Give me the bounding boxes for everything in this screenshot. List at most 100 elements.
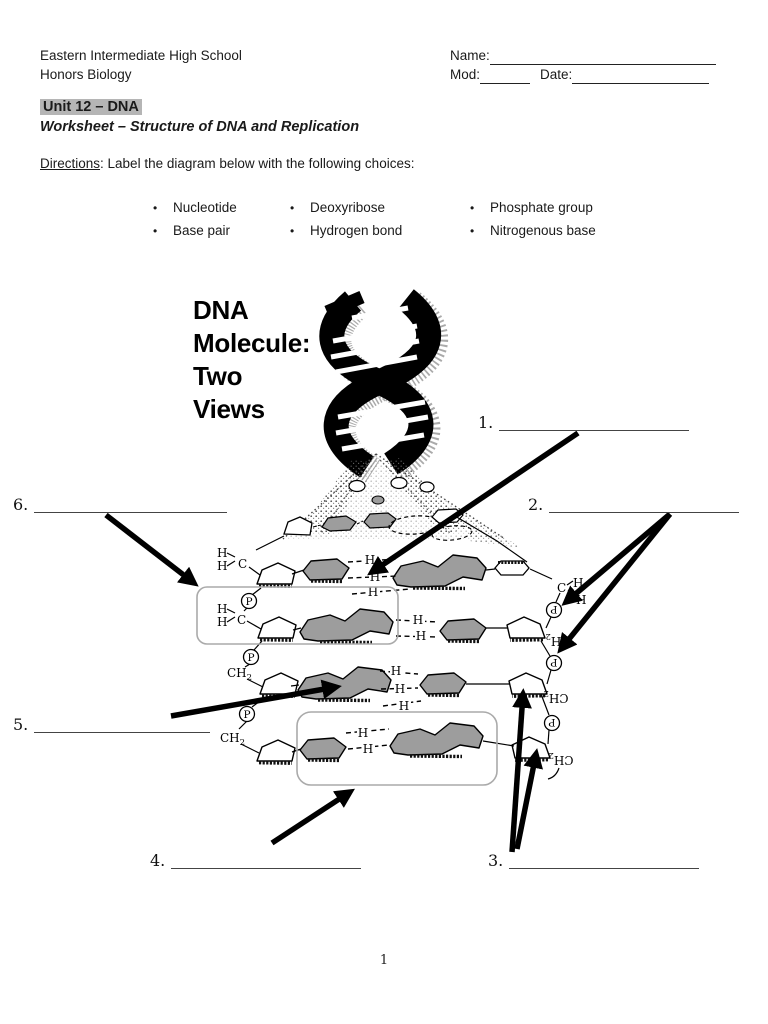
name-blank-line xyxy=(489,50,716,65)
directions-text: : Label the diagram below with the follo… xyxy=(100,156,415,171)
page-number: 1 xyxy=(379,953,389,968)
deoxyribose-sugar xyxy=(255,738,297,765)
rung-row-2: H H xyxy=(256,607,547,645)
choice-label: Phosphate group xyxy=(490,200,593,215)
blank-1: 1. xyxy=(478,413,690,432)
label-5-arrow xyxy=(170,679,342,719)
deoxyribose-sugar xyxy=(255,561,297,588)
nucleotide-outline-box xyxy=(196,586,399,645)
dna-ladder-structure: H H H H H xyxy=(217,515,586,780)
bullet-icon: • xyxy=(470,200,475,215)
deoxyribose-sugar xyxy=(256,615,298,642)
hydrogen-atom-label: H xyxy=(391,664,401,678)
hydrogen-atom-label: H xyxy=(368,585,378,599)
nitrogenous-base xyxy=(296,665,393,703)
c-label: C xyxy=(557,581,566,595)
hydrogen-atom-label: H xyxy=(395,682,405,696)
blank-line xyxy=(499,414,690,431)
mod-blank-line xyxy=(480,69,531,84)
nitrogenous-base xyxy=(388,721,485,759)
phosphate-label: P xyxy=(243,709,250,721)
choice-label: Deoxyribose xyxy=(310,200,386,215)
header-right: Name: Mod: Date: xyxy=(450,46,716,84)
unit-title: Unit 12 – DNA xyxy=(40,99,142,115)
h-label: H xyxy=(573,576,583,590)
bullet-icon: • xyxy=(290,200,295,215)
blank-number: 5. xyxy=(13,715,29,734)
diagram-heading-line: Views xyxy=(193,394,265,424)
h-label: H xyxy=(217,559,227,573)
h-label: H xyxy=(217,602,227,616)
blank-line xyxy=(34,496,228,513)
h-label: H xyxy=(217,615,227,629)
bullet-icon: • xyxy=(153,200,158,215)
rung-row-4: H H xyxy=(255,721,552,765)
nitrogenous-base xyxy=(438,617,488,644)
phosphate-label: P xyxy=(247,652,254,664)
choice-item: • Hydrogen bond xyxy=(290,219,402,242)
hydrogen-atom-label: H xyxy=(358,726,368,740)
h-label: H xyxy=(217,546,227,560)
nitrogenous-base xyxy=(301,557,351,584)
directions-label: Directions xyxy=(40,156,101,171)
blank-line xyxy=(171,852,362,869)
choice-item: • Nucleotide xyxy=(153,196,237,219)
phosphate-label: P xyxy=(245,596,252,608)
phosphate-groups: P P P P P P xyxy=(238,592,563,732)
blank-5: 5. xyxy=(13,715,211,734)
label-4-arrow xyxy=(270,788,355,846)
blank-number: 1. xyxy=(478,413,494,432)
nitrogenous-base xyxy=(298,736,348,763)
ch2-label-inverted: CH2 xyxy=(543,688,568,705)
phosphate-label: P xyxy=(548,716,555,728)
right-backbone xyxy=(454,515,576,780)
diagram-heading: DNA Molecule: Two Views xyxy=(193,294,311,426)
base-pair-outline-box xyxy=(296,711,498,786)
choices-column-2: • Deoxyribose • Hydrogen bond xyxy=(290,196,402,242)
unit-title-highlight: Unit 12 – DNA xyxy=(40,99,142,115)
choice-item: • Base pair xyxy=(153,219,237,242)
label-6-arrow xyxy=(104,512,199,587)
date-label: Date: xyxy=(540,67,573,82)
hydrogen-atom-label: H xyxy=(370,570,380,584)
hydrogen-atom-label: H xyxy=(363,742,373,756)
blank-number: 2. xyxy=(528,495,544,514)
label-2-arrow-a xyxy=(561,511,672,606)
bullet-icon: • xyxy=(290,223,295,238)
hydrogen-atom-label: H xyxy=(413,613,423,627)
date-blank-line xyxy=(572,69,710,84)
school-name: Eastern Intermediate High School xyxy=(40,48,242,63)
directions-line: Directions: Label the diagram below with… xyxy=(40,156,414,171)
blank-6: 6. xyxy=(13,496,228,513)
name-label: Name: xyxy=(450,48,490,63)
diagram-heading-line: Molecule: xyxy=(193,328,311,358)
choices-column-1: • Nucleotide • Base pair xyxy=(153,196,237,242)
dna-diagram-svg: H H H H H xyxy=(104,289,673,853)
choice-item: • Deoxyribose xyxy=(290,196,402,219)
mod-label: Mod: xyxy=(450,67,481,82)
ch2-label-inverted: CH2 xyxy=(548,750,573,767)
course-name: Honors Biology xyxy=(40,67,132,82)
hydrogen-bond xyxy=(347,558,411,595)
hydrogen-atom-label: H xyxy=(365,553,375,567)
bullet-icon: • xyxy=(470,223,475,238)
blank-4: 4. xyxy=(150,851,362,870)
hydrogen-atom-label: H xyxy=(399,699,409,713)
blank-number: 3. xyxy=(488,851,504,870)
nitrogenous-base xyxy=(391,553,488,591)
label-2-arrow-b xyxy=(557,512,673,654)
choice-label: Base pair xyxy=(173,223,231,238)
diagram-heading-line: Two xyxy=(193,361,243,391)
deoxyribose-sugar xyxy=(505,615,547,642)
diagram-heading-line: DNA xyxy=(193,295,249,325)
dna-helix-illustration xyxy=(319,289,449,483)
choice-label: Hydrogen bond xyxy=(310,223,403,238)
label-3-arrow-b xyxy=(514,748,543,850)
bullet-icon: • xyxy=(153,223,158,238)
phosphate-label: P xyxy=(550,603,557,615)
choice-label: Nitrogenous base xyxy=(490,223,596,238)
phosphate-label: P xyxy=(550,656,557,668)
helix-to-ladder-transition xyxy=(282,453,522,548)
blank-number: 4. xyxy=(150,851,166,870)
blank-3: 3. xyxy=(488,851,700,870)
